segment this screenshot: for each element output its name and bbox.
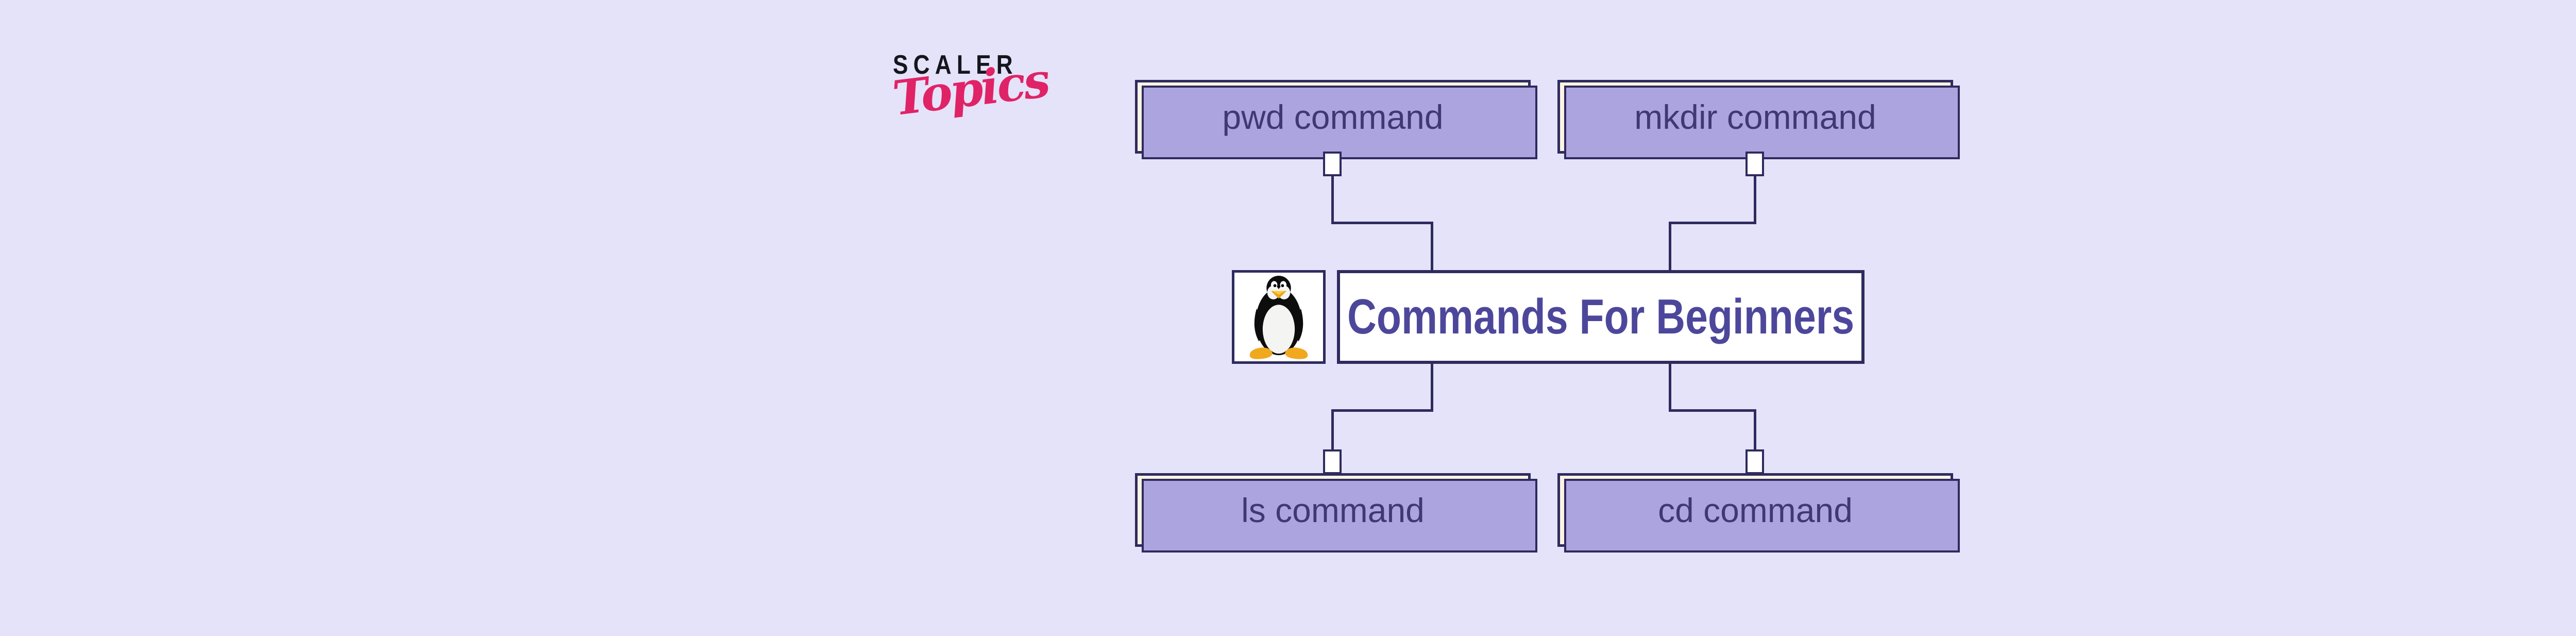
connector-segment [1331, 409, 1334, 451]
logo-brand-text: SCALER [893, 50, 1018, 80]
connector-segment [1331, 222, 1433, 224]
node-label: pwd command [1222, 97, 1444, 136]
node-label: ls command [1241, 491, 1425, 529]
connector-segment [1669, 222, 1756, 224]
connector-segment [1331, 175, 1334, 224]
connector-port [1323, 449, 1342, 474]
connector-port [1745, 449, 1764, 474]
connector-segment [1754, 175, 1756, 224]
center-title-box: Commands For Beginners [1337, 270, 1865, 364]
connector-segment [1669, 363, 1671, 412]
connector-segment [1669, 409, 1756, 412]
scaler-topics-logo: SCALER Topics [890, 49, 1051, 126]
connector-segment [1431, 363, 1433, 412]
node-cd-command: cd command [1557, 473, 1960, 553]
connector-segment [1331, 409, 1433, 412]
node-pwd-command: pwd command [1135, 80, 1537, 159]
center-title-text: Commands For Beginners [1347, 289, 1855, 344]
node-label: mkdir command [1634, 97, 1876, 136]
connector-port [1745, 152, 1764, 176]
connector-segment [1754, 409, 1756, 451]
node-mkdir-command: mkdir command [1557, 80, 1960, 159]
node-label: cd command [1658, 491, 1853, 529]
connector-segment [1431, 222, 1433, 271]
connector-segment [1669, 222, 1671, 271]
center-icon-box [1232, 270, 1326, 364]
connector-port [1323, 152, 1342, 176]
tux-penguin-icon [1249, 275, 1308, 359]
node-ls-command: ls command [1135, 473, 1537, 553]
